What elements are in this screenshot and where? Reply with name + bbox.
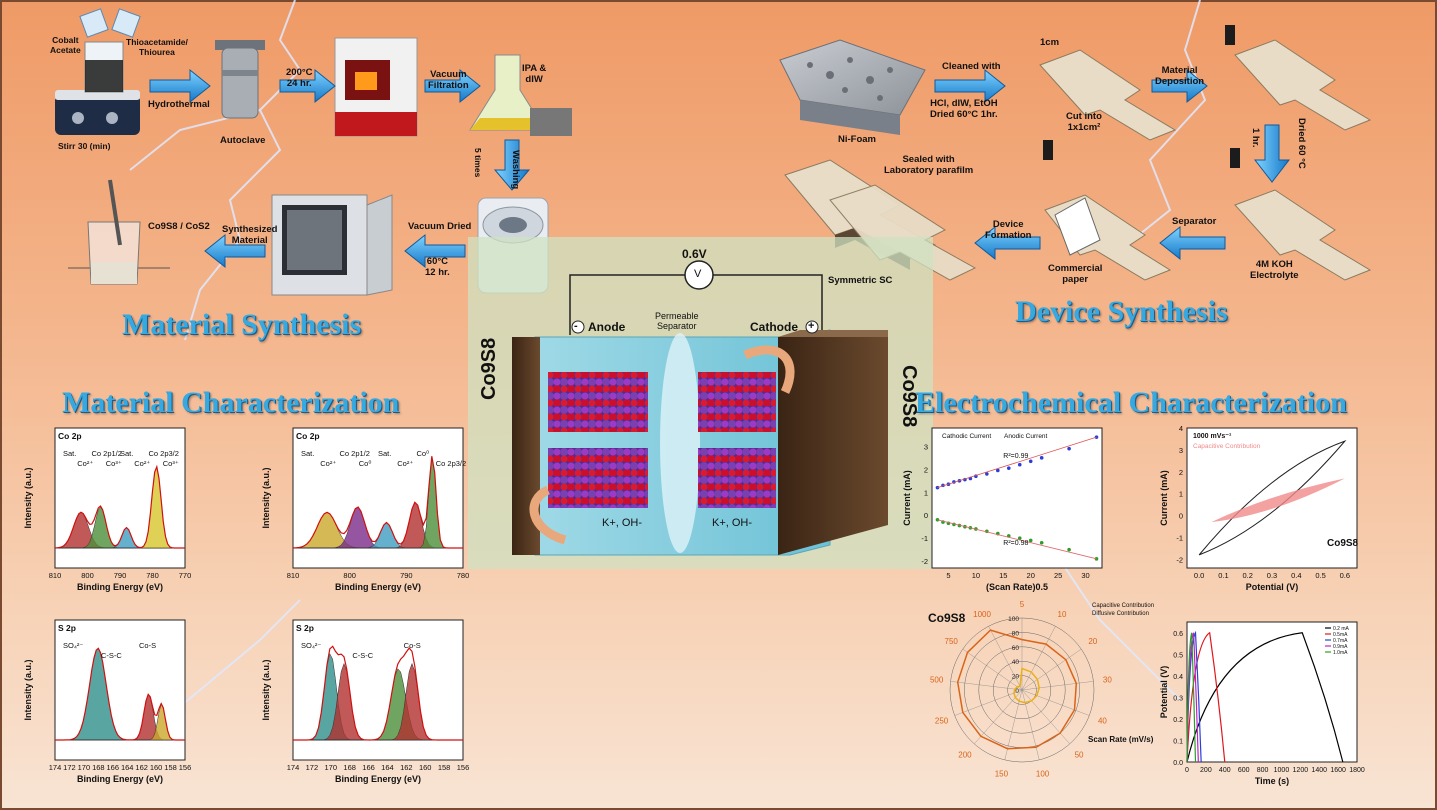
label-ni-foam: Ni-Foam bbox=[838, 134, 876, 145]
label-cathode: Cathode bbox=[750, 320, 798, 334]
arrow-vacuum-dried bbox=[404, 233, 466, 269]
electrode-deposition-icon bbox=[1225, 25, 1372, 131]
filtration-flask-icon bbox=[469, 54, 572, 136]
title-device-synthesis: Device Synthesis bbox=[1015, 295, 1228, 328]
label-electrolyte: 4M KOH Electrolyte bbox=[1250, 259, 1299, 281]
label-dried: Dried 60 °C bbox=[1296, 118, 1307, 169]
label-dry-conditions: 60°C 12 hr. bbox=[425, 256, 450, 278]
label-minus: - bbox=[574, 320, 578, 332]
title-material-synthesis: Material Synthesis bbox=[122, 308, 362, 341]
label-permeable-separator: Permeable Separator bbox=[655, 311, 699, 332]
label-ipa-diw: IPA & dIW bbox=[522, 63, 547, 85]
arrow-device-formation bbox=[974, 225, 1041, 261]
label-product: Co9S8 / CoS2 bbox=[148, 221, 210, 232]
title-electrochemical-characterization: Electrochemical Characterization bbox=[915, 386, 1347, 419]
label-electrode-right: Co9S8 bbox=[898, 365, 920, 428]
label-stirr: Stirr 30 (min) bbox=[58, 141, 111, 151]
label-one-hr: 1 hr. bbox=[1250, 128, 1261, 148]
ni-foam-icon bbox=[779, 39, 926, 135]
label-symmetric-sc: Symmetric SC bbox=[828, 275, 893, 286]
arrow-deposition bbox=[1151, 68, 1208, 104]
arrow-cleaned bbox=[934, 68, 1006, 104]
label-temp-time: 200°C 24 hr. bbox=[286, 67, 313, 89]
label-cut-into: Cut into 1x1cm² bbox=[1066, 111, 1102, 133]
ion-flow-arrow-right bbox=[743, 345, 795, 394]
label-electrolyte-left: K+, OH- bbox=[602, 517, 643, 529]
beaker-icons bbox=[79, 8, 141, 38]
label-electrolyte-right: K+, OH- bbox=[712, 517, 753, 529]
atoms-block-3 bbox=[698, 372, 776, 432]
label-autoclave: Autoclave bbox=[220, 135, 266, 146]
atoms-block-4 bbox=[698, 448, 776, 508]
electrode-cut-icon bbox=[1039, 49, 1177, 141]
furnace-icon bbox=[334, 37, 418, 137]
label-vacuum-filtration: Vacuum Filtration bbox=[428, 69, 469, 91]
separator-membrane bbox=[660, 333, 700, 553]
arrow-filtration bbox=[424, 68, 481, 104]
device-schematic bbox=[468, 237, 933, 569]
label-voltage: 0.6V bbox=[682, 247, 707, 261]
label-commercial-paper: Commercial paper bbox=[1048, 263, 1103, 285]
label-washing: Washing bbox=[510, 150, 521, 190]
hotplate-stirrer-icon bbox=[55, 41, 140, 135]
voltmeter-icon bbox=[684, 260, 714, 290]
cathode-electrode bbox=[778, 337, 888, 555]
label-electrode-left: Co9S8 bbox=[478, 337, 500, 400]
autoclave-icon bbox=[215, 40, 265, 119]
label-material-deposition: Material Deposition bbox=[1155, 65, 1205, 87]
vacuum-oven-icon bbox=[271, 194, 393, 296]
atoms-block-1 bbox=[548, 372, 648, 432]
arrow-hydrothermal bbox=[149, 68, 211, 104]
arrow-furnace bbox=[279, 68, 336, 104]
label-vacuum-dried: Vacuum Dried bbox=[408, 221, 472, 232]
ion-flow-arrow-left bbox=[529, 485, 567, 545]
label-synthesized-material: Synthesized Material bbox=[222, 224, 278, 246]
label-plus: + bbox=[808, 320, 815, 332]
label-size: 1cm bbox=[1040, 37, 1060, 48]
label-five-times: 5 times bbox=[473, 148, 483, 178]
label-anode: Anode bbox=[588, 320, 626, 334]
electrode-electrolyte-icon bbox=[1230, 148, 1372, 281]
product-beaker-icon bbox=[68, 179, 170, 285]
label-thioacetamide: Thioacetamide/ Thiourea bbox=[126, 37, 188, 57]
separator-assembly-icon bbox=[1043, 140, 1172, 281]
arrow-washing bbox=[493, 139, 531, 191]
arrow-dried bbox=[1253, 124, 1291, 183]
label-cobalt-acetate: Cobalt Acetate bbox=[50, 35, 81, 55]
title-material-characterization: Material Characterization bbox=[62, 386, 400, 419]
label-hydrothermal: Hydrothermal bbox=[148, 99, 210, 110]
arrow-synthesized bbox=[204, 233, 266, 269]
label-separator: Separator bbox=[1172, 216, 1217, 227]
label-cleaning: HCl, dIW, EtOH Dried 60°C 1hr. bbox=[930, 98, 998, 120]
label-device-formation: Device Formation bbox=[985, 219, 1032, 241]
atoms-block-2 bbox=[548, 448, 648, 508]
label-meter: V bbox=[694, 268, 702, 280]
label-sealed: Sealed with Laboratory parafilm bbox=[884, 154, 974, 176]
label-cleaned-with: Cleaned with bbox=[942, 61, 1001, 72]
arrow-separator bbox=[1159, 225, 1226, 261]
